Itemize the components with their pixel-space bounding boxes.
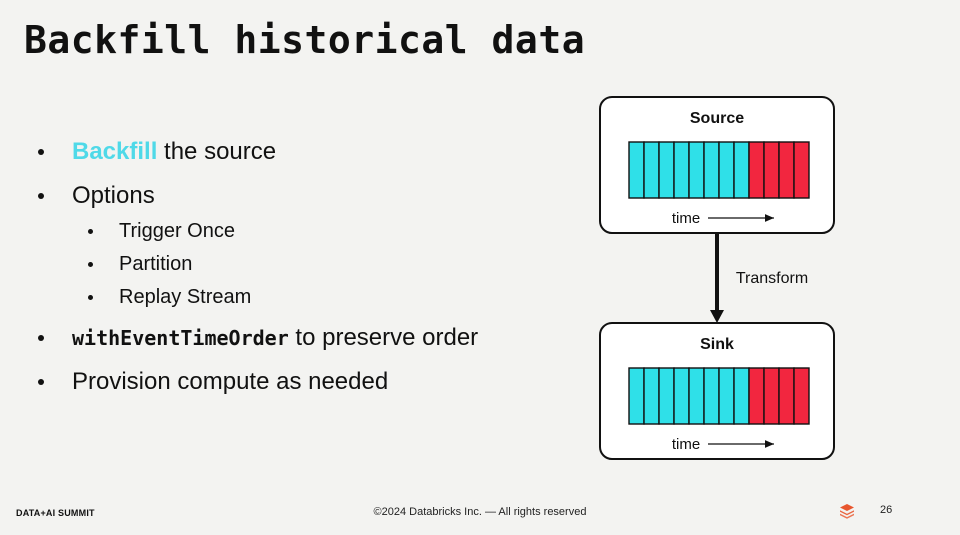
new-data-cell: [748, 141, 765, 199]
bullet-dot: [88, 229, 93, 234]
new-data-cell: [793, 141, 810, 199]
source-sink-diagram: Source time Transform Sink time: [599, 96, 835, 460]
processed-data-cell: [643, 141, 660, 199]
sub-bullet-partition: Partition: [88, 253, 192, 276]
processed-data-cell: [673, 367, 690, 425]
processed-data-cell: [673, 141, 690, 199]
processed-data-cell: [718, 367, 735, 425]
bullet-dot: [88, 262, 93, 267]
bullet-dot: [38, 379, 44, 385]
processed-data-cell: [718, 141, 735, 199]
sink-data-cells: [628, 367, 810, 425]
bullet-provision: Provision compute as needed: [36, 368, 388, 396]
page-number: 26: [880, 504, 893, 516]
processed-data-cell: [733, 141, 750, 199]
source-data-cells: [628, 141, 810, 199]
processed-data-cell: [688, 367, 705, 425]
bullet-dot: [38, 149, 44, 155]
bullet-dot: [38, 193, 44, 199]
bullet-text: Provision compute as needed: [72, 368, 389, 395]
bullet-options: Options: [36, 182, 155, 210]
databricks-logo-icon: [840, 504, 854, 519]
bullet-highlight: Backfill: [72, 138, 158, 165]
bullet-text: to preserve order: [288, 324, 479, 351]
processed-data-cell: [628, 141, 645, 199]
processed-data-cell: [703, 367, 720, 425]
bullet-backfill: Backfill the source: [36, 138, 276, 166]
new-data-cell: [763, 367, 780, 425]
bullet-text: Replay Stream: [119, 286, 252, 308]
code-text: withEventTimeOrder: [72, 326, 289, 350]
bullet-event-time-order: withEventTimeOrder to preserve order: [36, 324, 478, 352]
new-data-cell: [763, 141, 780, 199]
sub-bullet-trigger-once: Trigger Once: [88, 220, 235, 243]
processed-data-cell: [658, 141, 675, 199]
new-data-cell: [778, 141, 795, 199]
bullet-text: the source: [157, 138, 277, 165]
bullet-text: Options: [72, 182, 155, 209]
processed-data-cell: [658, 367, 675, 425]
new-data-cell: [748, 367, 765, 425]
processed-data-cell: [703, 141, 720, 199]
transform-label: Transform: [736, 270, 808, 287]
sink-label: Sink: [700, 336, 734, 353]
processed-data-cell: [733, 367, 750, 425]
processed-data-cell: [643, 367, 660, 425]
new-data-cell: [793, 367, 810, 425]
footer-brand: DATA+AI SUMMIT: [16, 508, 95, 518]
bullet-dot: [88, 295, 93, 300]
transform-arrow-head: [710, 310, 724, 323]
bullet-text: Trigger Once: [119, 220, 235, 242]
sink-time-label: time: [672, 436, 700, 453]
processed-data-cell: [688, 141, 705, 199]
footer-copyright: ©2024 Databricks Inc. — All rights reser…: [373, 506, 587, 518]
slide-title: Backfill historical data: [24, 18, 586, 62]
source-time-label: time: [672, 210, 700, 227]
new-data-cell: [778, 367, 795, 425]
bullet-text: Partition: [119, 253, 193, 275]
processed-data-cell: [628, 367, 645, 425]
bullet-dot: [38, 335, 44, 341]
sub-bullet-replay-stream: Replay Stream: [88, 286, 251, 309]
source-label: Source: [690, 110, 744, 127]
